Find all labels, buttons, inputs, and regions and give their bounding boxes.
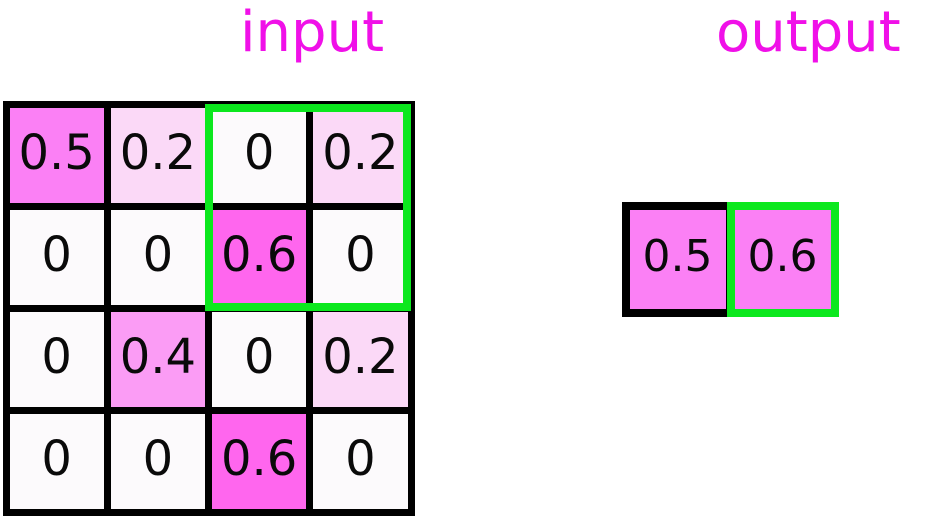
cell-value: 0.6: [747, 231, 818, 282]
matrix-cell: 0.2: [306, 100, 415, 210]
matrix-cell: 0.2: [103, 100, 212, 210]
cell-value: 0: [243, 125, 275, 181]
cell-value: 0: [41, 227, 72, 283]
matrix-cell: 0: [103, 406, 212, 516]
matrix-cell: 0.6: [205, 406, 314, 516]
cell-value: 0: [142, 227, 174, 283]
matrix-cell: 0: [2, 202, 111, 312]
cell-value: 0.5: [642, 231, 713, 282]
matrix-cell: 0: [205, 304, 314, 414]
matrix-cell: 0: [205, 100, 314, 210]
output-title: output: [716, 0, 901, 65]
matrix-cell: 0.5: [2, 100, 111, 210]
matrix-cell: 0.2: [306, 304, 415, 414]
cell-value: 0: [41, 329, 72, 385]
input-title: input: [240, 0, 385, 65]
cell-value: 0: [41, 431, 72, 487]
cell-value: 0.2: [119, 125, 197, 181]
cell-value: 0: [243, 329, 275, 385]
cell-value: 0.4: [119, 329, 197, 385]
cell-value: 0.6: [220, 431, 298, 487]
matrix-cell: 0: [306, 406, 415, 516]
cell-value: 0: [142, 431, 174, 487]
matrix-cell: 0.6: [726, 201, 839, 317]
matrix-cell: 0.5: [621, 201, 734, 317]
matrix-cell: 0: [2, 406, 111, 516]
input-matrix: 0.5 0.2 0 0.2 0 0 0.6 0 0 0.4 0 0.2 0 0 0.6 0: [2, 100, 415, 516]
cell-value: 0.2: [322, 125, 399, 181]
cell-value: 0.2: [322, 329, 399, 385]
cell-value: 0.6: [220, 227, 298, 283]
matrix-cell: 0: [306, 202, 415, 312]
cell-value: 0.5: [18, 125, 95, 181]
cell-value: 0: [345, 227, 376, 283]
cell-value: 0: [345, 431, 376, 487]
matrix-cell: 0.4: [103, 304, 212, 414]
matrix-cell: 0.6: [205, 202, 314, 312]
output-matrix: 0.5 0.6: [621, 201, 839, 317]
matrix-cell: 0: [2, 304, 111, 414]
matrix-cell: 0: [103, 202, 212, 312]
